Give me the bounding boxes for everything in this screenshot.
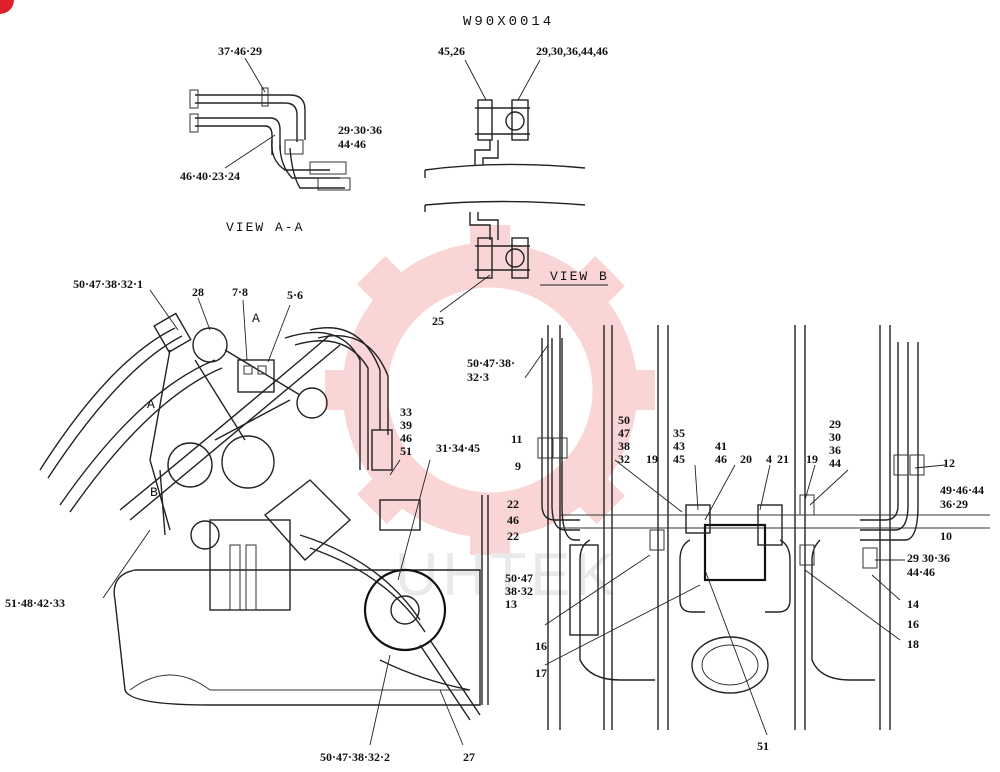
label-35: 35 — [673, 426, 685, 440]
view-aa-title: VIEW A-A — [226, 220, 304, 235]
boom-assembly — [39, 312, 489, 721]
label-4: 4 — [766, 452, 772, 466]
left-leaders — [102, 289, 549, 746]
label-19-b: 19 — [806, 452, 818, 466]
watermark-text: UHTEK — [395, 541, 618, 608]
label-19-a: 19 — [646, 452, 658, 466]
label-50-47-38-32-2: 50·47·38·32·2 — [320, 750, 390, 764]
label-44-46-b: 44·46 — [907, 565, 935, 579]
label-46-b: 46 — [507, 513, 519, 527]
view-b-title: VIEW B — [550, 269, 609, 284]
label-7-8: 7·8 — [232, 285, 248, 299]
label-44-46: 44·46 — [338, 137, 366, 151]
label-29-30-36-b: 29 30·36 — [907, 551, 950, 565]
label-32-3: 32·3 — [467, 370, 489, 384]
label-47-a: 47 — [618, 426, 630, 440]
label-45-a: 45 — [673, 452, 685, 466]
watermark-gear-icon — [325, 225, 655, 555]
label-43: 43 — [673, 439, 685, 453]
label-37-46-29: 37·46·29 — [218, 44, 262, 58]
label-38-32-b: 38·32 — [505, 584, 533, 598]
label-18: 18 — [907, 637, 919, 651]
label-16-b: 16 — [535, 639, 547, 653]
label-12: 12 — [943, 456, 955, 470]
label-36-a: 36 — [829, 443, 841, 457]
label-27: 27 — [463, 750, 475, 764]
label-30-a: 30 — [829, 430, 841, 444]
label-28: 28 — [192, 285, 204, 299]
label-33: 33 — [400, 405, 412, 419]
corner-badge-icon — [0, 0, 14, 14]
label-13: 13 — [505, 597, 517, 611]
label-46-a: 46 — [400, 431, 412, 445]
label-38-a: 38 — [618, 439, 630, 453]
section-mark-a-1: A — [252, 311, 262, 326]
label-39: 39 — [400, 418, 412, 432]
label-25: 25 — [432, 314, 444, 328]
label-50-47-38-32-1: 50·47·38·32·1 — [73, 277, 143, 291]
label-51-48-42-33: 51·48·42·33 — [5, 596, 65, 610]
label-50-47-38: 50·47·38· — [467, 356, 515, 370]
label-17: 17 — [535, 666, 547, 680]
label-29-a: 29 — [829, 417, 841, 431]
label-29-30-36: 29·30·36 — [338, 123, 382, 137]
label-11: 11 — [511, 432, 522, 446]
label-10: 10 — [940, 529, 952, 543]
label-41: 41 — [715, 439, 727, 453]
label-46-40-23-24: 46·40·23·24 — [180, 169, 240, 183]
label-21: 21 — [777, 452, 789, 466]
label-5-6: 5·6 — [287, 288, 303, 302]
label-45-26: 45,26 — [438, 44, 465, 58]
label-44-a: 44 — [829, 456, 841, 470]
label-22-b: 22 — [507, 529, 519, 543]
label-29-30-36-44-46: 29,30,36,44,46 — [536, 44, 608, 58]
label-20: 20 — [740, 452, 752, 466]
label-50-47-b: 50·47 — [505, 571, 533, 585]
view-b-detail — [424, 59, 608, 313]
section-mark-a-2: A — [147, 397, 157, 412]
label-32-a: 32 — [618, 452, 630, 466]
label-22-a: 22 — [507, 497, 519, 511]
section-mark-b: B — [150, 485, 160, 500]
drawing-code: W90X0014 — [463, 14, 554, 30]
label-49-46-44: 49·46·44 — [940, 483, 984, 497]
label-46-c: 46 — [715, 452, 727, 466]
label-16-a: 16 — [907, 617, 919, 631]
view-aa-detail — [189, 57, 351, 191]
frame-assembly — [537, 325, 990, 736]
label-31-34-45: 31·34·45 — [436, 441, 480, 455]
label-51-a: 51 — [400, 444, 412, 458]
label-51-b: 51 — [757, 739, 769, 753]
label-50-a: 50 — [618, 413, 630, 427]
label-36-29: 36·29 — [940, 497, 968, 511]
label-9: 9 — [515, 459, 521, 473]
label-14: 14 — [907, 597, 919, 611]
